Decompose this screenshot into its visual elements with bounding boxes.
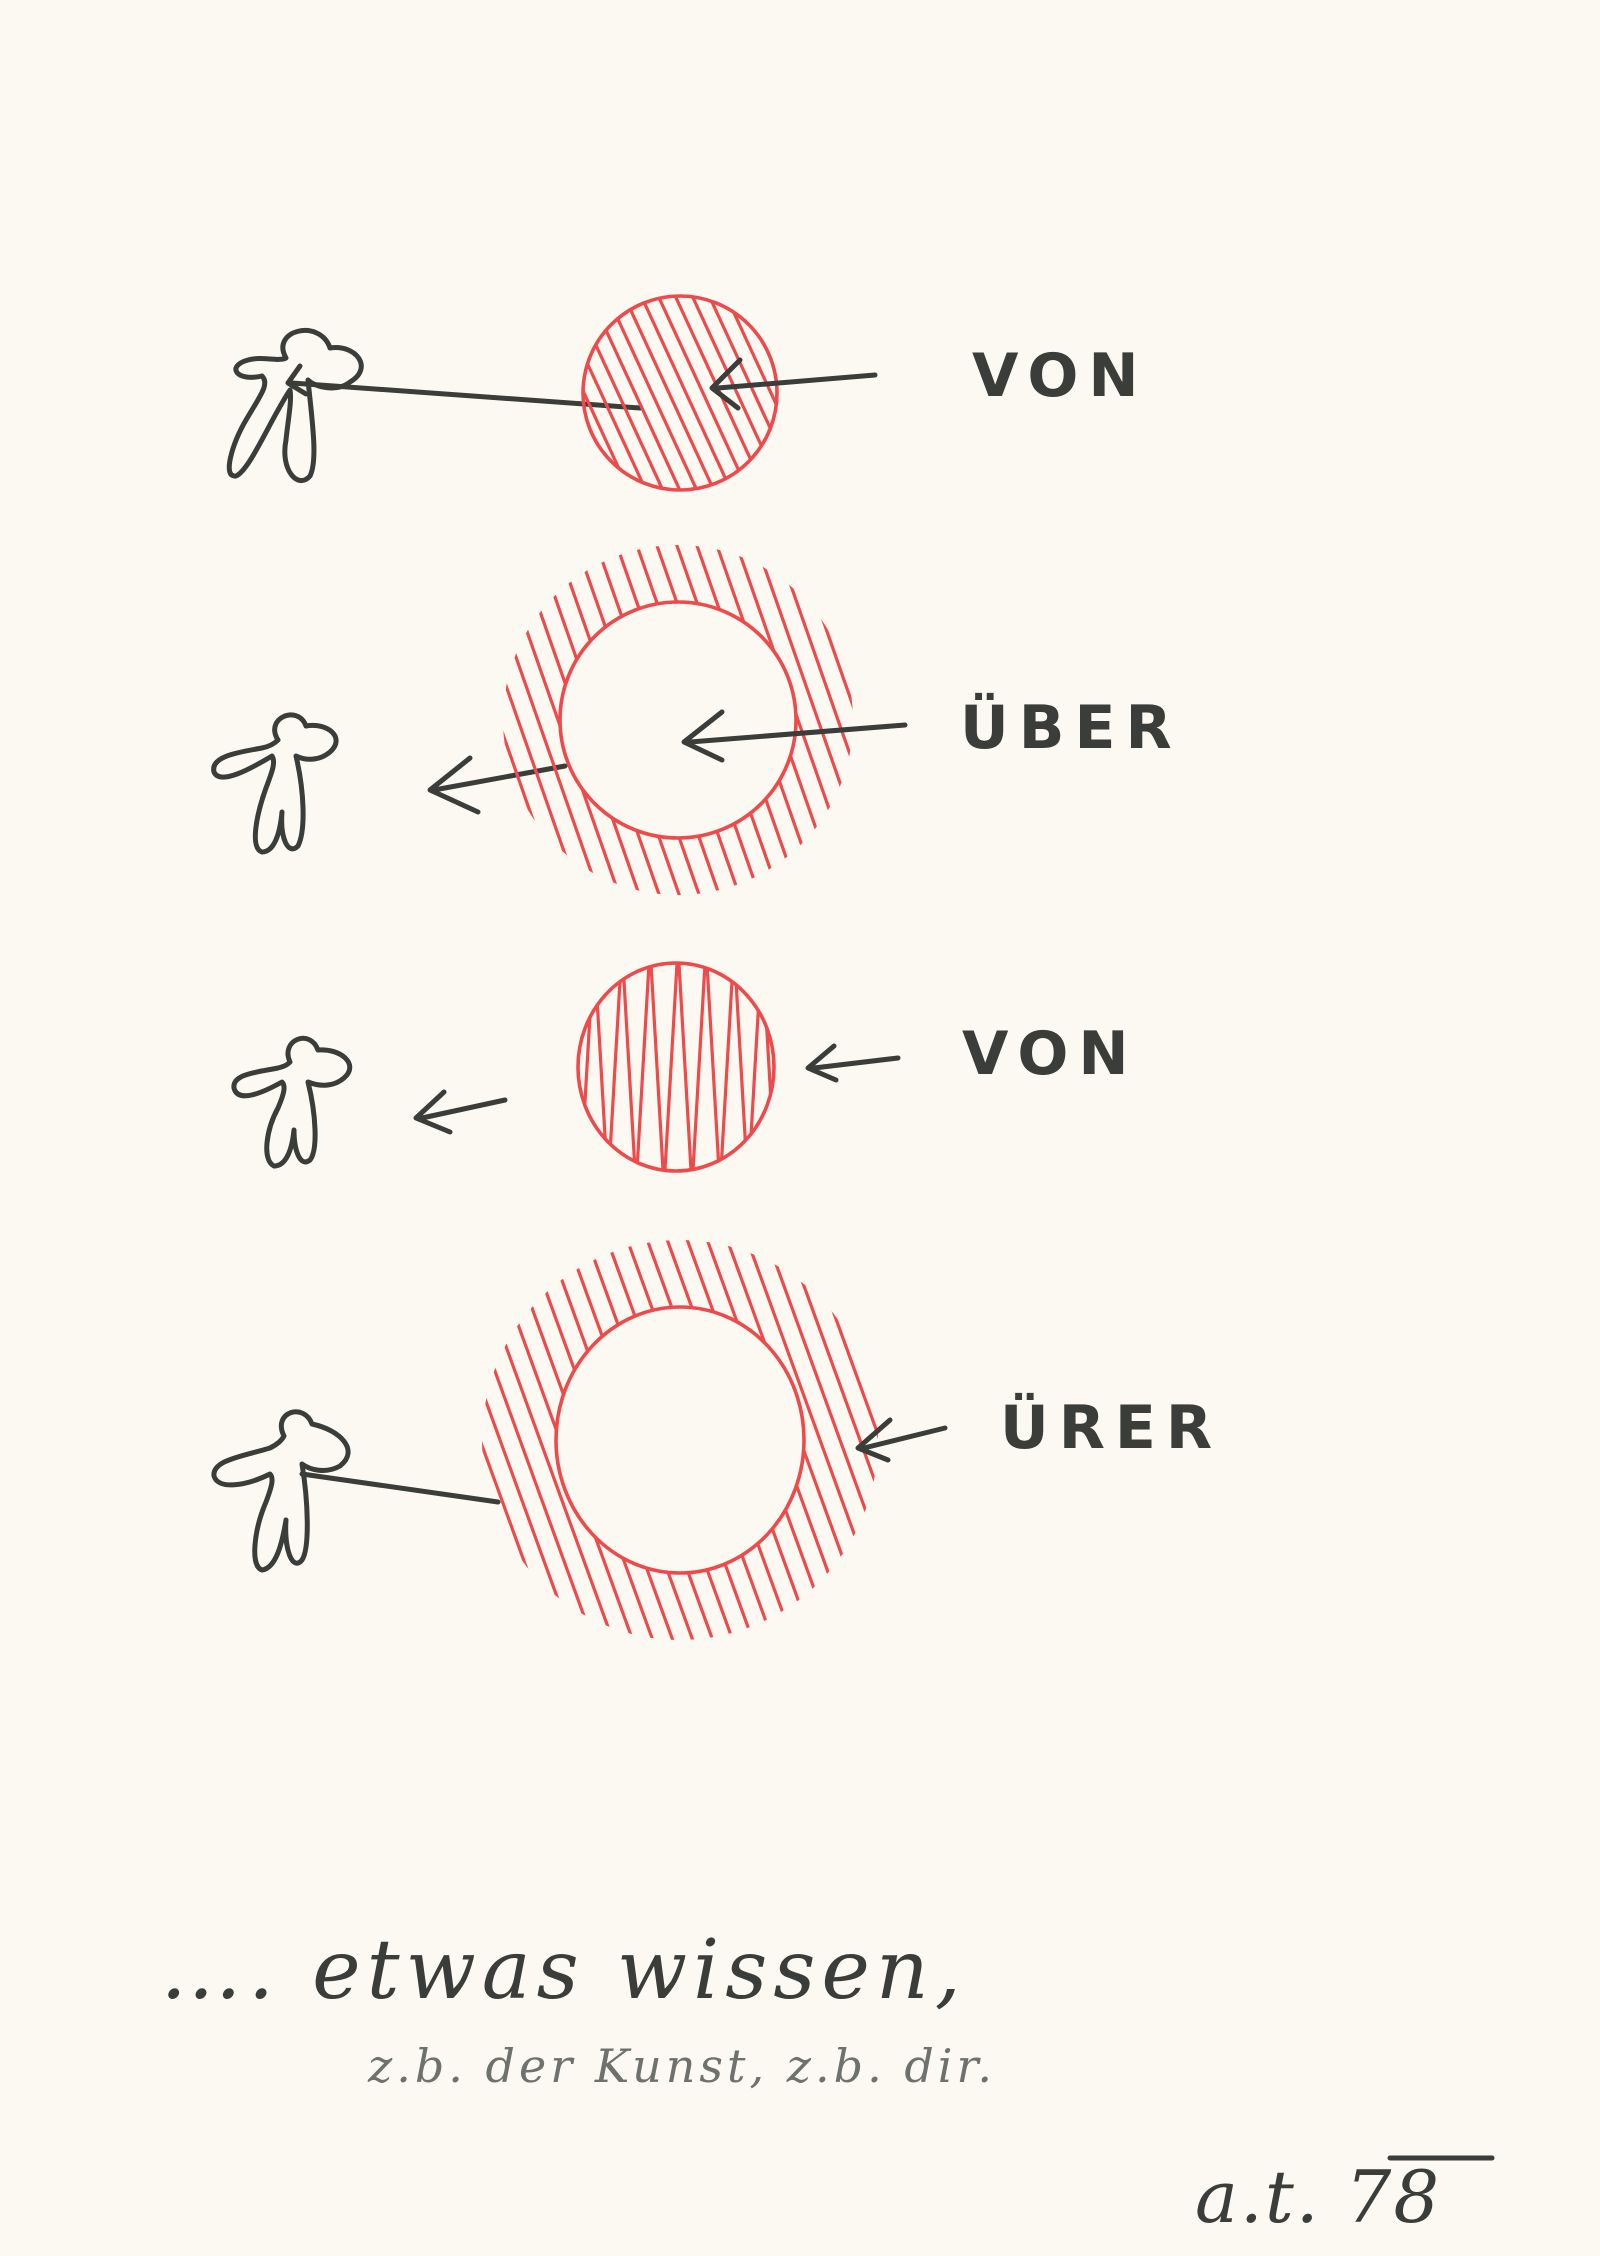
label-urer: ÜRER (1000, 1392, 1222, 1463)
hatch-stroke (646, 518, 790, 922)
hatch-stroke (709, 296, 777, 490)
hatch-stroke (458, 1218, 622, 1662)
label-uber: ÜBER (960, 692, 1182, 763)
arrow-line (811, 1055, 901, 1071)
hatch-stroke (686, 518, 830, 922)
hatch-stroke (598, 1218, 762, 1662)
hatch-stroke (692, 296, 777, 490)
hatch-stroke (398, 1218, 562, 1662)
hatch-stroke (726, 296, 777, 490)
hatch-stroke (583, 296, 680, 490)
hatch-stroke (478, 1218, 642, 1662)
scribble-stroke (578, 963, 774, 1171)
hatch-stroke (418, 1218, 582, 1662)
hatch-stroke (466, 518, 610, 922)
hatch-stroke (538, 1218, 702, 1662)
hatch-stroke (706, 518, 850, 922)
hatch-stroke (378, 1218, 542, 1662)
arrow-line (419, 1097, 508, 1121)
hatch-stroke (506, 518, 650, 922)
hatch-stroke (566, 518, 710, 922)
row-2: ÜBER (211, 518, 1182, 922)
hatch-stroke (758, 1218, 922, 1662)
hatch-stroke (738, 1218, 902, 1662)
hatch-stroke (583, 296, 663, 490)
caption-sub: z.b. der Kunst, z.b. dir. (367, 2039, 996, 2093)
hatch-stroke (546, 518, 690, 922)
hatch-stroke (446, 518, 590, 922)
hatch-stroke (638, 1218, 802, 1662)
signature: a.t. 78 (1195, 2155, 1441, 2239)
hatch-stroke (718, 1218, 882, 1662)
arrow-head-icon (413, 1089, 453, 1135)
hatch-stroke (798, 1218, 962, 1662)
label-von: VON (972, 341, 1149, 411)
hatch-stroke (806, 518, 950, 922)
hatch-stroke (786, 518, 930, 922)
hatch-stroke (726, 518, 870, 922)
arrow-line (299, 1471, 501, 1505)
figure-icon (211, 1409, 351, 1573)
hatch-stroke (778, 1218, 942, 1662)
hatch-stroke (618, 1218, 782, 1662)
figure-icon (226, 328, 364, 483)
row-3: VON (231, 961, 1139, 1173)
hatch-stroke (586, 518, 730, 922)
arrow-head-icon (681, 709, 725, 763)
hatch-stroke (766, 518, 910, 922)
red-hatched-ring (406, 518, 950, 922)
hatch-stroke (583, 296, 629, 490)
hatch-stroke (626, 518, 770, 922)
arrow-head-icon (855, 1417, 893, 1463)
arrow-line (715, 372, 878, 391)
hatch-stroke (666, 518, 810, 922)
hatch-stroke (406, 518, 550, 922)
red-scribbled-disc (576, 961, 776, 1173)
hatch-stroke (518, 1218, 682, 1662)
figure-icon (211, 712, 339, 855)
hatch-stroke (526, 518, 670, 922)
hatch-stroke (678, 1218, 842, 1662)
hatch-stroke (675, 296, 777, 490)
hatch-stroke (578, 1218, 742, 1662)
hatch-stroke (438, 1218, 602, 1662)
hatch-stroke (583, 296, 612, 490)
hatch-stroke (486, 518, 630, 922)
arrow-head-icon (427, 755, 481, 815)
hatch-stroke (606, 518, 750, 922)
red-hatched-disc (581, 294, 779, 492)
hatch-stroke (698, 1218, 862, 1662)
arrow-line (687, 722, 908, 745)
label-von: VON (962, 1019, 1139, 1089)
hatch-stroke (558, 1218, 722, 1662)
figure-icon (231, 1035, 353, 1169)
arrow-head-icon (709, 357, 743, 411)
hatch-stroke (658, 1218, 822, 1662)
hatch-stroke (743, 296, 777, 490)
arrow-line (861, 1425, 948, 1451)
hatch-stroke (746, 518, 890, 922)
hatch-stroke (498, 1218, 662, 1662)
caption-main: …. etwas wissen, (160, 1923, 967, 2018)
row-1: VON (226, 294, 1149, 492)
hatch-stroke (426, 518, 570, 922)
row-4: ÜRER (211, 1218, 1222, 1662)
arrow-head-icon (285, 363, 309, 397)
red-hatched-ring (378, 1218, 982, 1662)
arrow-head-icon (805, 1043, 839, 1083)
